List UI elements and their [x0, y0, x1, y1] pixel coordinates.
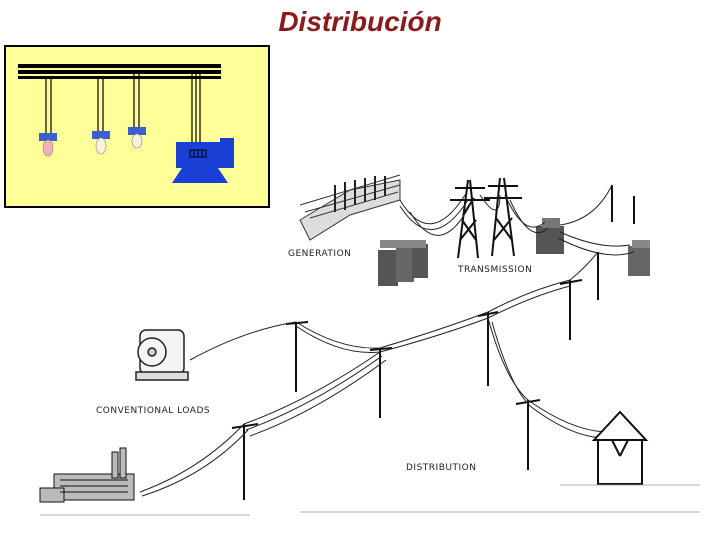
utility-pole — [515, 399, 541, 470]
transmission-lines — [399, 184, 635, 256]
transmission-tower — [484, 177, 522, 257]
factory-icon — [39, 447, 135, 503]
conventional-loads-label: CONVENTIONAL LOADS — [96, 406, 210, 416]
bus-schematic — [18, 64, 234, 183]
service-house-icon — [591, 410, 649, 485]
transmission-label: TRANSMISSION — [457, 265, 532, 275]
substation-transformers — [536, 218, 650, 276]
generator-icon — [172, 138, 234, 183]
lamp-icon — [39, 133, 57, 157]
utility-pole — [477, 311, 499, 386]
utility-pole — [285, 321, 309, 392]
feeder-wires — [45, 74, 201, 145]
generation-transformers — [378, 240, 428, 286]
generation-station — [299, 174, 401, 241]
utility-pole — [559, 279, 583, 340]
bus-bar — [18, 64, 221, 79]
distribution-label: DISTRIBUTION — [406, 463, 476, 473]
bus-schematic-inset — [4, 45, 270, 208]
generation-label: GENERATION — [288, 249, 351, 259]
lamp-icon — [128, 127, 146, 149]
ground-hatching — [40, 484, 700, 516]
distribution-lines — [139, 251, 607, 497]
utility-pole — [369, 347, 393, 418]
transmission-tower — [450, 179, 490, 259]
lamp-icon — [92, 131, 110, 155]
slide-title: Distribución — [278, 6, 442, 37]
utility-pole — [231, 423, 259, 500]
motor-load-icon — [135, 329, 189, 381]
utility-pole — [611, 185, 635, 224]
